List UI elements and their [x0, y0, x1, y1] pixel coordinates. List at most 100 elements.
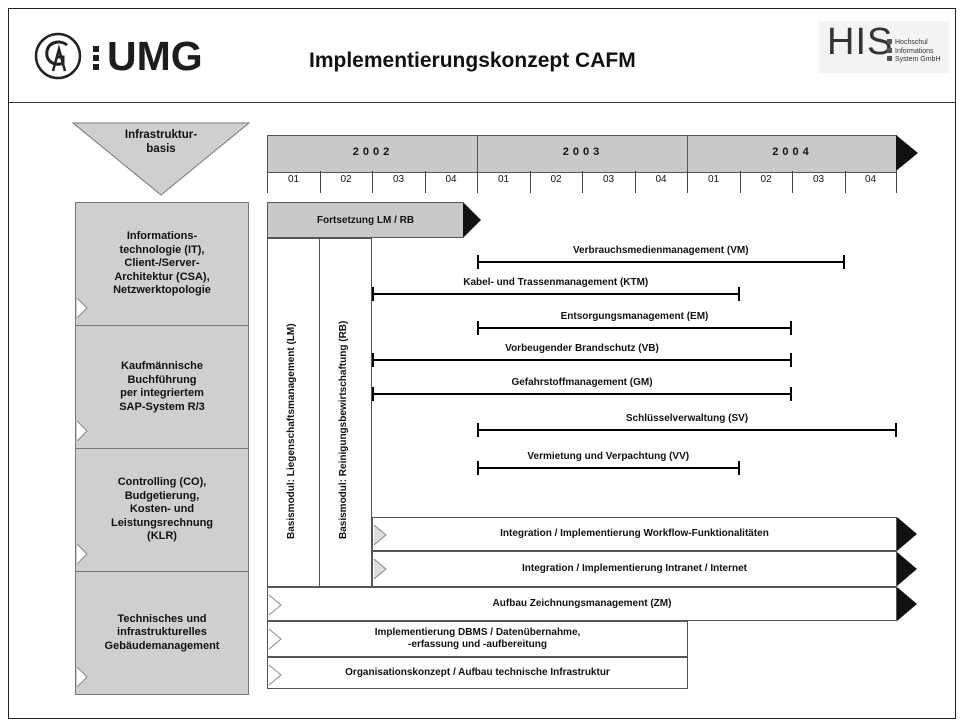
- category-line: (KLR): [147, 530, 177, 543]
- quarter-label: 04: [634, 171, 687, 193]
- quarter-label: 02: [319, 171, 372, 193]
- his-logo-line: System GmbH: [887, 56, 941, 65]
- band-drawing-management: Aufbau Zeichnungsmanagement (ZM): [267, 587, 897, 621]
- his-logo-line: Hochschul: [887, 39, 941, 48]
- infrastructure-basis-line: Infrastruktur-: [124, 129, 198, 141]
- quarter-label: 04: [424, 171, 477, 193]
- year-2004: 2004: [687, 135, 897, 173]
- down-triangle-icon: [71, 122, 251, 196]
- category-line: Leistungsrechnung: [110, 516, 214, 529]
- category-line: technologie (IT),: [119, 243, 205, 256]
- basis-module-lm-label: Basismodul: Liegenschaftsmanagement (LM): [286, 323, 297, 539]
- category-line: Buchführung: [127, 373, 197, 386]
- timeline-bar-label: Kabel- und Trassenmanagement (KTM): [463, 277, 649, 288]
- category-controlling: Controlling (CO), Budgetierung, Kosten- …: [75, 448, 249, 572]
- category-line: Netzwerktopologie: [113, 284, 211, 297]
- his-logo-text: HIS: [827, 21, 894, 63]
- seal-icon: [34, 32, 82, 80]
- year-label: 2004: [772, 146, 813, 158]
- band-label: -erfassung und -aufbereitung: [408, 639, 547, 650]
- timeline-bar-label: Vermietung und Verpachtung (VV): [527, 451, 690, 462]
- chevron-right-icon: [76, 666, 88, 688]
- year-2002: 2002: [267, 135, 478, 173]
- infrastructure-basis-label: Infrastruktur- basis: [71, 119, 251, 197]
- chevron-right-icon: [373, 524, 387, 546]
- basis-module-lm: Basismodul: Liegenschaftsmanagement (LM): [267, 238, 320, 587]
- category-line: infrastrukturelles: [117, 626, 207, 639]
- timeline-bar: [372, 353, 792, 367]
- category-line: Client-/Server-: [124, 257, 200, 270]
- timeline-bar: [372, 387, 792, 401]
- his-logo-line: Informations: [887, 48, 941, 57]
- quarter-label: 03: [372, 171, 424, 193]
- quarter-label: 04: [844, 171, 897, 193]
- fortsetzung-bar: Fortsetzung LM / RB: [267, 202, 463, 238]
- timeline-bar: [372, 287, 740, 301]
- category-line: Kaufmännische: [121, 360, 203, 372]
- quarter-label: 01: [477, 171, 529, 193]
- quarter-label: 03: [792, 171, 844, 193]
- band-label: Integration / Implementierung Workflow-F…: [500, 528, 769, 539]
- band-intranet: Integration / Implementierung Intranet /…: [372, 551, 897, 587]
- timeline-bar-label: Entsorgungsmanagement (EM): [560, 311, 709, 322]
- band-organisation: Organisationskonzept / Aufbau technische…: [267, 657, 688, 689]
- band-label: Integration / Implementierung Intranet /…: [521, 563, 748, 574]
- category-facility: Technisches und infrastrukturelles Gebäu…: [75, 571, 249, 695]
- infrastructure-basis-line: basis: [146, 143, 176, 155]
- category-line: Gebäudemanagement: [104, 639, 220, 652]
- category-line: Technisches und: [117, 612, 207, 625]
- timeline-bar-label: Verbrauchsmedienmanagement (VM): [572, 245, 749, 256]
- chevron-right-icon: [268, 594, 282, 616]
- category-line: Informations-: [126, 230, 198, 243]
- timeline-bar: [477, 461, 740, 475]
- timeline-arrow-icon: [896, 135, 918, 171]
- band-label: Aufbau Zeichnungsmanagement (ZM): [492, 598, 672, 609]
- category-line: Budgetierung,: [124, 489, 200, 502]
- year-label: 2002: [352, 146, 394, 158]
- chevron-right-icon: [373, 558, 387, 580]
- category-sap: Kaufmännische Buchführung per integriert…: [75, 325, 249, 449]
- page-title: Implementierungskonzept CAFM: [309, 49, 636, 72]
- chevron-right-icon: [268, 664, 282, 686]
- band-label: Implementierung DBMS / Datenübernahme,: [374, 627, 581, 638]
- basis-module-rb-label: Basismodul: Reinigungsbewirtschaftung (R…: [338, 320, 349, 539]
- umg-logo: UMG: [33, 29, 233, 89]
- fortsetzung-arrow-icon: [463, 202, 481, 238]
- quarter-label: 01: [687, 171, 739, 193]
- quarter-label: 01: [267, 171, 319, 193]
- band-dbms: Implementierung DBMS / Datenübernahme, -…: [267, 621, 688, 657]
- slide-frame: UMG Implementierungskonzept CAFM HIS Hoc…: [8, 8, 956, 719]
- category-line: Controlling (CO),: [117, 476, 207, 489]
- timeline-bar-label: Schlüsselverwaltung (SV): [625, 413, 749, 424]
- his-logo: HIS Hochschul Informations System GmbH: [819, 21, 949, 73]
- band-label: Organisationskonzept / Aufbau technische…: [345, 667, 610, 678]
- band-arrow-icon: [897, 517, 917, 551]
- header-divider: [9, 102, 955, 103]
- quarter-label: 03: [582, 171, 634, 193]
- category-line: Architektur (CSA),: [114, 270, 210, 283]
- category-line: per integriertem: [120, 387, 204, 399]
- quarter-row: 01 02 03 04 01 02 03 04 01 02 03 04: [267, 171, 897, 193]
- chevron-right-icon: [76, 420, 88, 442]
- category-line: SAP-System R/3: [119, 400, 205, 413]
- his-logo-subtitle: Hochschul Informations System GmbH: [887, 39, 941, 65]
- timeline-bar: [477, 423, 897, 437]
- timeline-bar: [477, 321, 792, 335]
- timeline-bar-label: Vorbeugender Brandschutz (VB): [505, 343, 659, 354]
- chevron-right-icon: [268, 628, 282, 650]
- basis-module-rb: Basismodul: Reinigungsbewirtschaftung (R…: [319, 238, 372, 587]
- chevron-right-icon: [76, 543, 88, 565]
- chevron-right-icon: [76, 297, 88, 319]
- category-it: Informations- technologie (IT), Client-/…: [75, 202, 249, 326]
- umg-logo-text: UMG: [107, 33, 203, 79]
- quarter-label: 02: [739, 171, 792, 193]
- category-line: Kosten- und: [129, 503, 195, 516]
- band-workflow: Integration / Implementierung Workflow-F…: [372, 517, 897, 551]
- year-2003: 2003: [477, 135, 688, 173]
- timeline-bar-label: Gefahrstoffmanagement (GM): [511, 377, 653, 388]
- year-label: 2003: [562, 146, 604, 158]
- band-arrow-icon: [897, 587, 917, 621]
- quarter-label: 02: [529, 171, 582, 193]
- separator-dots-icon: [93, 46, 99, 70]
- band-arrow-icon: [897, 552, 917, 586]
